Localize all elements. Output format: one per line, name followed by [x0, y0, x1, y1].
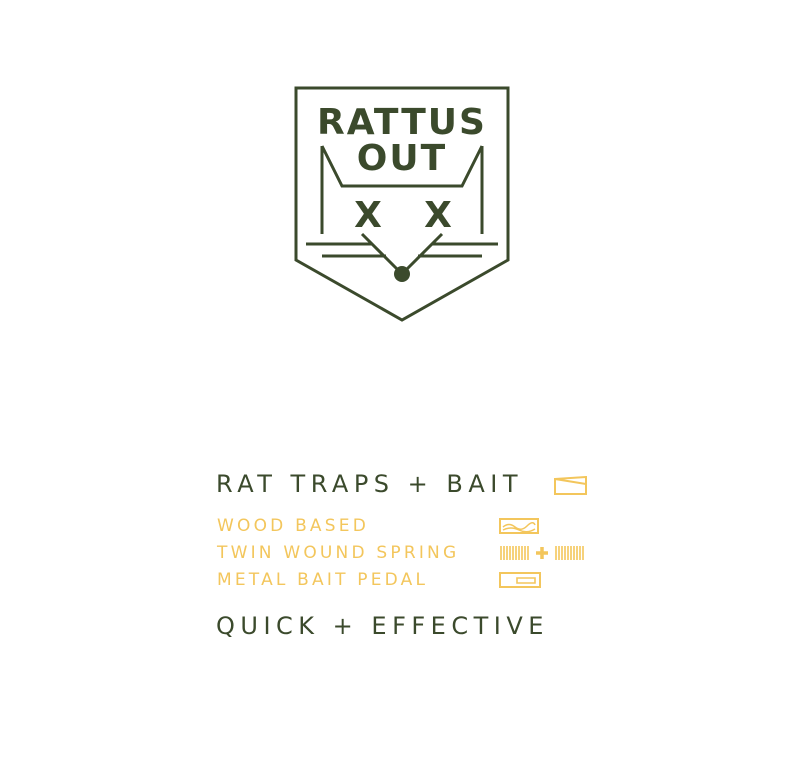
- headline-quick-effective: QUICK + EFFECTIVE: [216, 612, 549, 640]
- cheese-icon: [554, 476, 587, 495]
- headline-rat-traps-bait: RAT TRAPS + BAIT: [216, 470, 524, 498]
- feature-list: WOOD BASED TWIN WOUND SPRING: [216, 516, 596, 597]
- list-item: METAL BAIT PEDAL: [216, 570, 596, 597]
- list-item: TWIN WOUND SPRING: [216, 543, 596, 570]
- bait-pedal-icon: [499, 572, 541, 588]
- whiskers: [306, 232, 498, 272]
- wood-grain-icon: [499, 518, 539, 534]
- feature-label-twin-wound-spring: TWIN WOUND SPRING: [217, 543, 460, 563]
- nose: [394, 266, 410, 282]
- right-eye: X: [424, 195, 452, 236]
- twin-spring-icon: [500, 546, 584, 560]
- rat-face-shield-icon: RATTUS OUT X X: [294, 86, 510, 322]
- left-eye: X: [354, 195, 382, 236]
- rattus-out-logo: RATTUS OUT X X: [292, 84, 512, 324]
- feature-label-wood-based: WOOD BASED: [217, 516, 369, 536]
- feature-label-metal-bait-pedal: METAL BAIT PEDAL: [217, 570, 429, 590]
- list-item: WOOD BASED: [216, 516, 596, 543]
- logo-line-1: RATTUS: [317, 102, 487, 143]
- logo-line-2: OUT: [357, 138, 447, 179]
